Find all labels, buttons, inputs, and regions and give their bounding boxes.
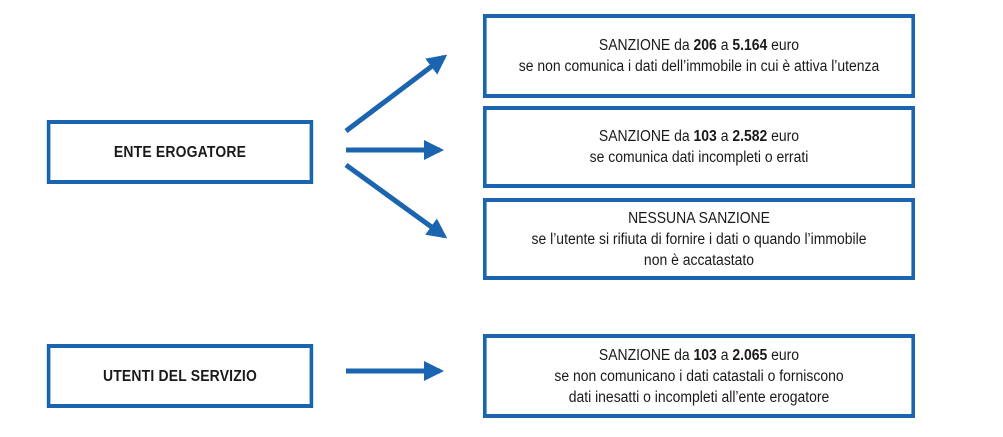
sanzione-1-amount: SANZIONE da 206 a 5.164 euro (598, 37, 800, 54)
nessuna-sanzione-condition-2: non è accatastato (643, 251, 755, 269)
sanzione-1-box: SANZIONE da 206 a 5.164 euro se non comu… (483, 14, 915, 98)
sanzione-utenti-box: SANZIONE da 103 a 2.065 euro se non comu… (483, 334, 915, 418)
nessuna-sanzione-box: NESSUNA SANZIONE se l’utente si rifiuta … (483, 198, 915, 280)
arrow-ente-to-sanzione-1 (344, 54, 448, 133)
sanzione-2-amount: SANZIONE da 103 a 2.582 euro (598, 128, 800, 145)
utenti-servizio-label: UTENTI DEL SERVIZIO (102, 367, 258, 385)
utenti-servizio-box: UTENTI DEL SERVIZIO (46, 344, 314, 408)
sanzione-2-condition: se comunica dati incompleti o errati (589, 149, 809, 166)
nessuna-sanzione-condition-1: se l’utente si rifiuta di fornire i dati… (531, 230, 867, 248)
sanzione-utenti-amount: SANZIONE da 103 a 2.065 euro (598, 346, 800, 364)
sanzione-1-condition: se non comunica i dati dell’immobile in … (518, 58, 880, 75)
ente-erogatore-label: ENTE EROGATORE (113, 143, 247, 161)
nessuna-sanzione-label: NESSUNA SANZIONE (628, 209, 770, 227)
sanzione-2-box: SANZIONE da 103 a 2.582 euro se comunica… (483, 106, 915, 188)
arrow-ente-to-nessuna-sanzione (344, 162, 448, 239)
ente-erogatore-box: ENTE EROGATORE (46, 120, 314, 184)
sanzione-utenti-condition-1: se non comunicano i dati catastali o for… (554, 367, 844, 385)
sanzione-utenti-condition-2: dati inesatti o incompleti all’ente erog… (568, 388, 830, 406)
